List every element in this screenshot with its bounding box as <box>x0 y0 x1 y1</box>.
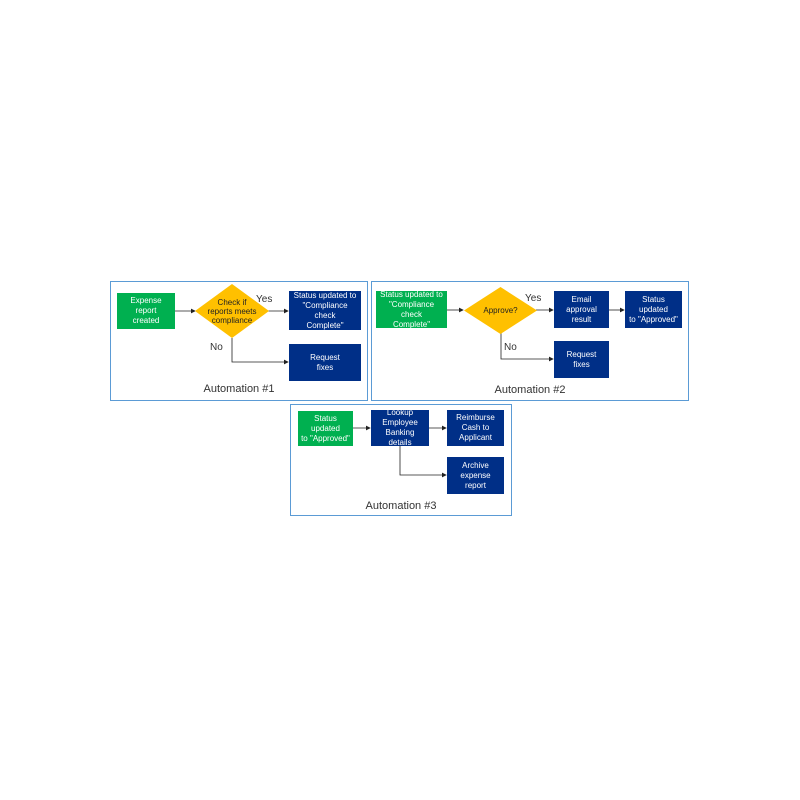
archive-expense-report-node: Archive expense report <box>447 457 504 494</box>
reimburse-cash-node: Reimburse Cash to Applicant <box>447 410 504 446</box>
approve-decision: Approve? <box>464 287 537 334</box>
decision-diamond-shape <box>464 287 537 334</box>
a1-request-fixes-node: Request fixes <box>289 344 361 381</box>
decision-diamond-shape <box>195 284 269 338</box>
email-approval-result-node: Email approval result <box>554 291 609 328</box>
a2-request-fixes-node: Request fixes <box>554 341 609 378</box>
automation-3-caption: Automation #3 <box>365 500 437 512</box>
a3-status-approved-node: Status updated to "Approved" <box>298 411 353 446</box>
a2-status-approved-node: Status updated to "Approved" <box>625 291 682 328</box>
status-compliance-complete-node: Status updated to "Compliance check Comp… <box>289 291 361 330</box>
automation-1-caption: Automation #1 <box>203 383 275 395</box>
a2-yes-label: Yes <box>525 293 542 304</box>
compliance-check-decision: Check if reports meets compliance <box>195 284 269 338</box>
a1-no-label: No <box>210 342 223 353</box>
automation-2-caption: Automation #2 <box>494 384 566 396</box>
a2-no-label: No <box>504 342 517 353</box>
approve-label: Approve? <box>483 306 518 315</box>
expense-report-created-node: Expense report created <box>117 293 175 329</box>
a1-yes-label: Yes <box>256 294 273 305</box>
a2-status-compliance-complete-node: Status updated to "Compliance check Comp… <box>376 290 447 329</box>
compliance-check-label: Check if reports meets compliance <box>207 297 257 325</box>
lookup-banking-details-node: Lookup Employee Banking details <box>371 408 429 447</box>
